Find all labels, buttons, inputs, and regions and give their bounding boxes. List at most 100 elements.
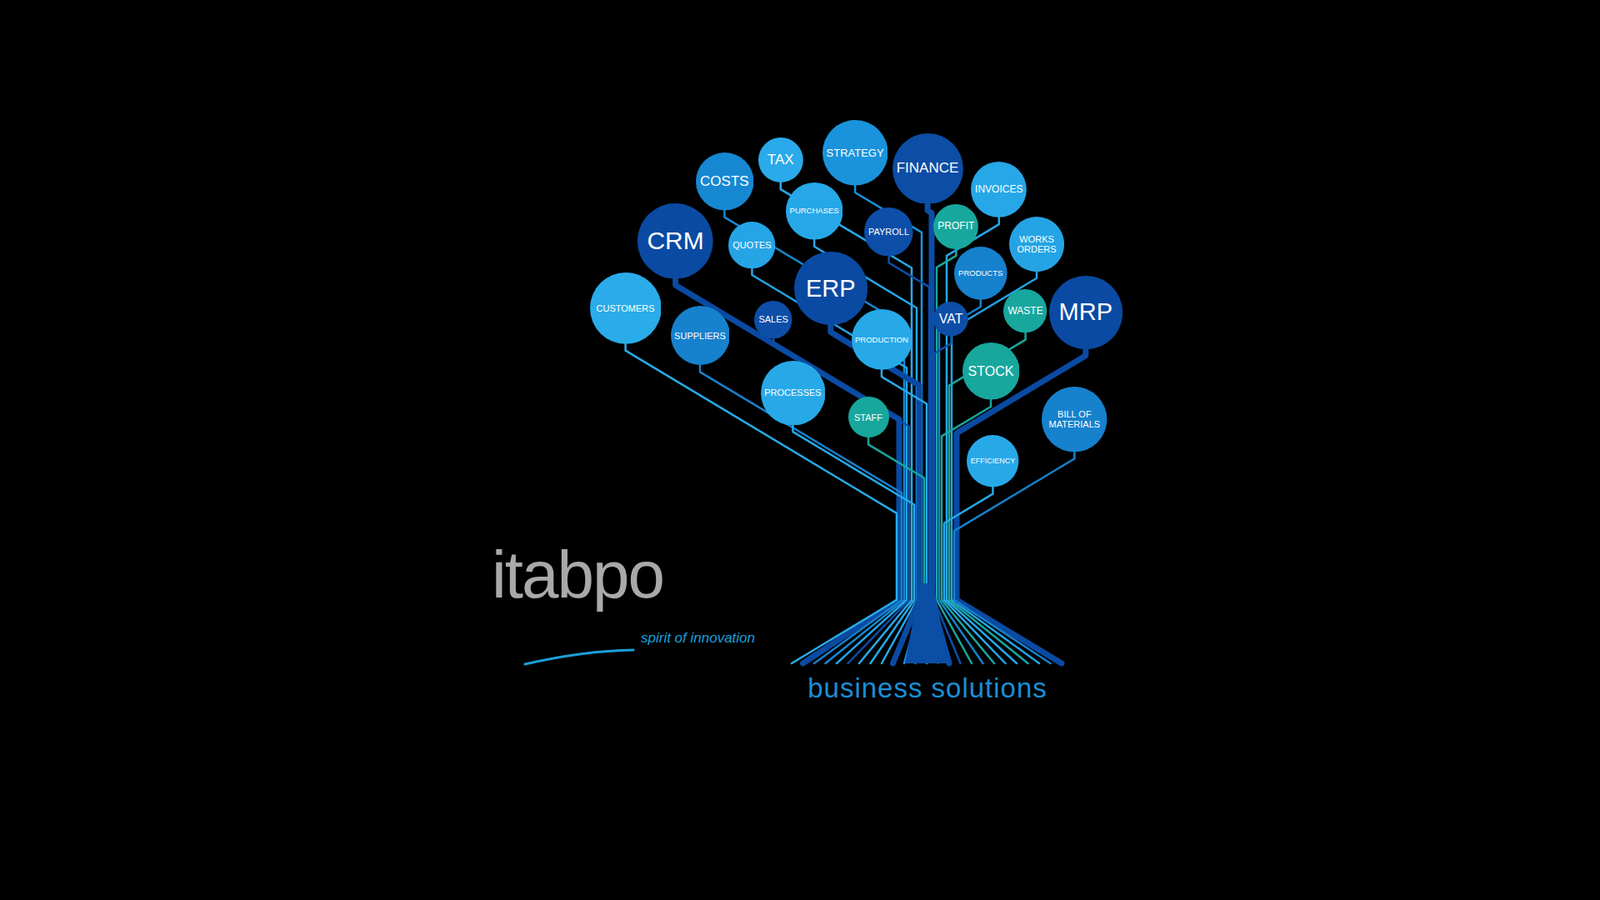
circle-node: BILL OF MATERIALS [1041, 386, 1107, 452]
circle-fill [822, 120, 889, 186]
node-text-box: QUOTES [732, 240, 771, 250]
node-label: EFFICIENCY [970, 457, 1016, 466]
node-label: CRM [646, 226, 704, 255]
node-label: INVOICES [975, 184, 1023, 195]
branch-line [675, 240, 900, 664]
circle-node: ERP [794, 251, 868, 325]
branch-line [830, 289, 920, 664]
circle-node: VAT [933, 301, 969, 337]
circle-node: PROCESSES [760, 360, 826, 426]
circle-node: PRODUCTS [954, 246, 1008, 300]
branch-line [956, 312, 1086, 664]
node-text-box: SALES [758, 314, 788, 325]
node-text-box: PRODUCTION [855, 335, 909, 345]
circle-node: SUPPLIERS [670, 305, 730, 365]
circle-fill [970, 161, 1027, 218]
branch-line [700, 335, 902, 664]
node-text-box: EFFICIENCY [970, 457, 1016, 466]
circle-fill [892, 133, 964, 205]
circle-node: STOCK [962, 342, 1020, 400]
node-text-box: VAT [939, 311, 964, 327]
node-label: PROFIT [937, 220, 975, 232]
branch-line [625, 308, 897, 664]
circle-fill [1003, 289, 1047, 333]
node-label: PRODUCTS [958, 269, 1003, 278]
circle-fill [637, 203, 714, 280]
node-text-box: INVOICES [975, 184, 1023, 195]
circle-node: QUOTES [728, 221, 775, 269]
circle-fill [695, 152, 754, 210]
branch-line [954, 419, 1075, 664]
circle-node: PROFIT [933, 204, 979, 250]
node-label: STOCK [968, 364, 1015, 380]
branch-lines [625, 153, 1086, 664]
node-text-box: STRATEGY [826, 147, 885, 160]
circle-node: INVOICES [970, 161, 1027, 218]
caption-text: business solutions [807, 673, 1048, 704]
circle-fill [851, 309, 913, 370]
node-text-box: PAYROLL [868, 226, 910, 237]
node-label: STRATEGY [826, 147, 885, 160]
branch-line [724, 181, 905, 664]
circle-fill [728, 221, 775, 269]
circle-fill [933, 204, 979, 250]
circle-node: PAYROLL [864, 207, 914, 257]
circle-fill [670, 305, 730, 365]
circle-fill [1049, 275, 1123, 350]
node-label: SALES [758, 314, 788, 325]
node-text-box: PROCESSES [764, 387, 821, 398]
node-text-box: CUSTOMERS [596, 303, 655, 314]
circle-fill [760, 360, 826, 426]
node-label: PROCESSES [764, 387, 821, 398]
trunk-base [905, 583, 949, 664]
logo-wordmark: itabpo [491, 538, 664, 612]
node-text-box: ERP [805, 275, 856, 303]
node-label: FINANCE [896, 160, 960, 177]
circle-node: SALES [754, 300, 792, 339]
node-label: PRODUCTION [855, 335, 909, 345]
circle-fill [933, 301, 969, 337]
branch-line [792, 392, 915, 664]
node-label: QUOTES [732, 240, 771, 250]
branch-line [944, 460, 1006, 664]
node-text-box: MRP [1059, 299, 1113, 326]
node-label: MRP [1059, 299, 1113, 326]
node-label: WORKS ORDERS [1015, 234, 1059, 255]
node-label: WASTE [1007, 305, 1043, 317]
circle-node: CUSTOMERS [590, 272, 662, 345]
node-text-box: STOCK [968, 364, 1015, 380]
node-text-box: PROFIT [937, 220, 975, 232]
circle-fill [758, 137, 804, 183]
branch-line [941, 371, 995, 664]
circle-fill [966, 435, 1019, 487]
circle-fill [864, 207, 914, 257]
node-label: STAFF [854, 412, 883, 423]
node-text-box: STAFF [854, 412, 883, 423]
circle-fill [794, 251, 868, 325]
circle-node: PURCHASES [785, 182, 844, 240]
branch-line [949, 310, 1029, 664]
circle-fill [1041, 386, 1107, 452]
circle-fill [590, 272, 662, 345]
node-text-box: FINANCE [896, 160, 960, 177]
node-text-box: SUPPLIERS [674, 330, 726, 341]
circle-node: COSTS [695, 152, 754, 210]
circle-fill [954, 246, 1008, 300]
circle-node: PRODUCTION [851, 309, 913, 370]
node-label: CUSTOMERS [596, 303, 655, 314]
circle-node: FINANCE [892, 133, 964, 205]
node-label: PURCHASES [790, 206, 840, 215]
node-label: COSTS [700, 174, 750, 190]
circle-node: STRATEGY [822, 120, 889, 186]
node-text-box: COSTS [700, 174, 750, 190]
circle-node: MRP [1049, 275, 1123, 350]
circle-fill [785, 182, 844, 240]
circle-fill [1009, 216, 1065, 272]
circle-fill [754, 300, 792, 339]
node-text-box: PRODUCTS [958, 269, 1003, 278]
node-label: PAYROLL [868, 226, 910, 237]
circle-fill [962, 342, 1020, 400]
